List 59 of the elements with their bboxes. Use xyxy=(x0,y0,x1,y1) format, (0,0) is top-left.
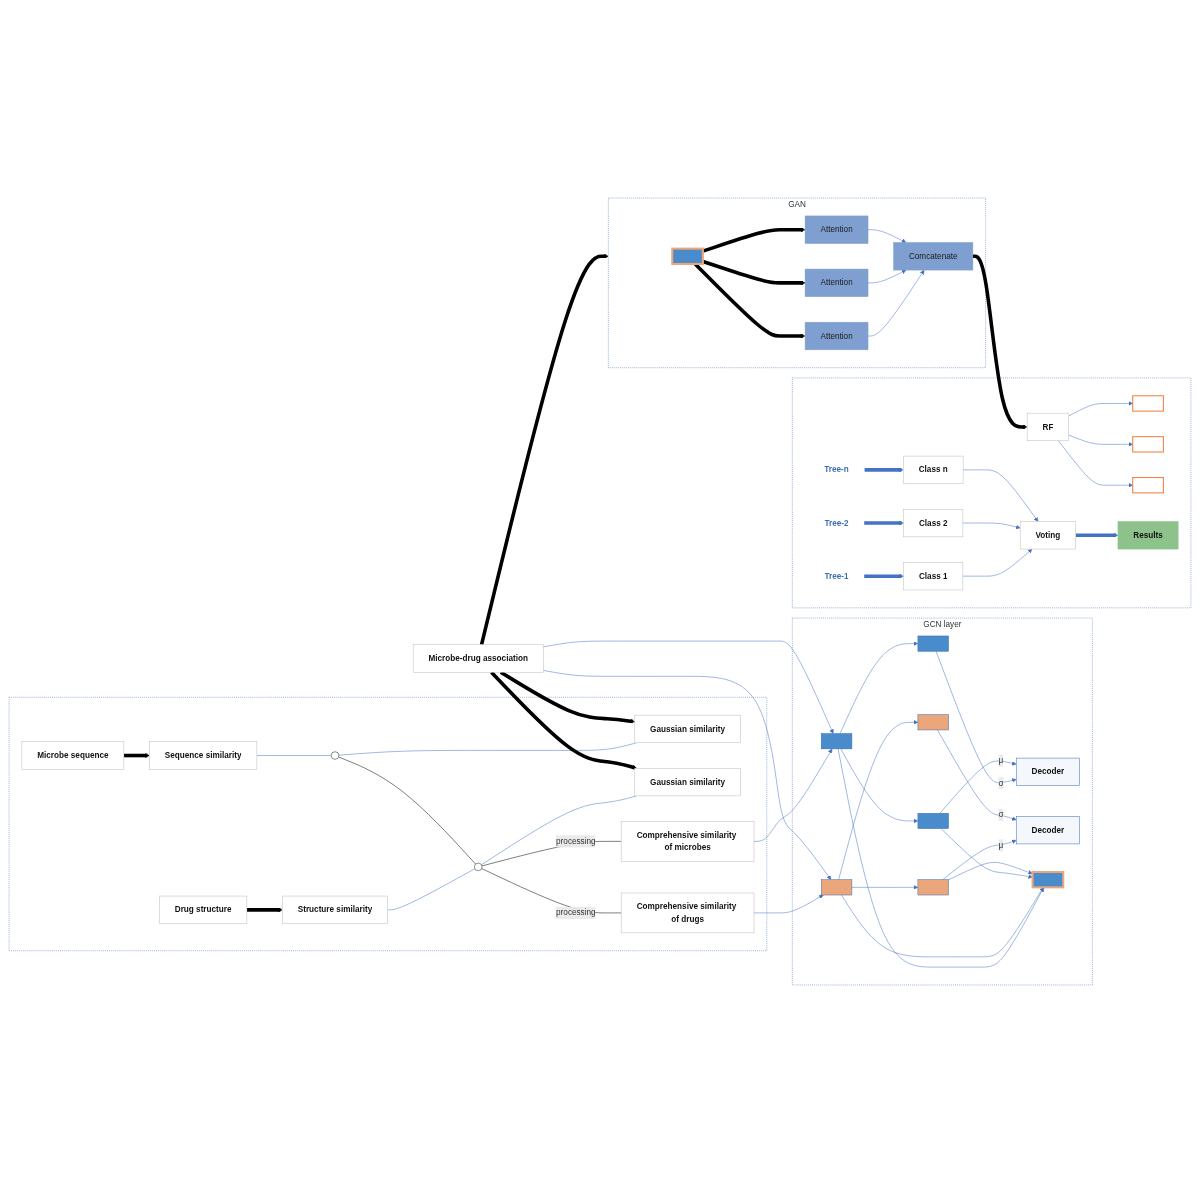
node-box: RF xyxy=(1026,412,1069,441)
connector xyxy=(256,755,332,756)
node-box xyxy=(1132,477,1164,494)
edge-label: processing xyxy=(556,908,596,917)
arrow xyxy=(863,520,904,526)
node-box xyxy=(1132,436,1164,453)
arrow xyxy=(246,907,283,913)
arrow xyxy=(490,671,637,770)
node-box: Gaussian similarity xyxy=(634,714,741,743)
node-bar xyxy=(917,714,949,731)
cluster xyxy=(8,697,768,951)
node-box: Class 2 xyxy=(903,508,964,538)
node-circle xyxy=(330,751,340,760)
connector xyxy=(338,742,637,756)
connector xyxy=(387,868,476,911)
arrow xyxy=(863,573,904,579)
node-box: Attention xyxy=(804,321,869,351)
node-box: Comprehensive similarity of drugs xyxy=(620,892,755,934)
node-bar xyxy=(917,635,949,652)
edge-label: μ xyxy=(998,756,1004,765)
node-text: Tree-2 xyxy=(824,518,849,528)
node-box: Sequence similarity xyxy=(149,741,258,770)
edge-label: σ xyxy=(998,810,1004,819)
node-box: Comcatenate xyxy=(893,242,974,271)
arrow xyxy=(702,227,806,253)
node-box xyxy=(1132,395,1164,412)
node-box: Microbe-drug association xyxy=(412,644,544,673)
node-bar xyxy=(1031,871,1065,889)
node-box: Gaussian similarity xyxy=(634,768,741,797)
node-bar xyxy=(821,879,853,896)
node-bar xyxy=(917,879,949,896)
arrow xyxy=(693,262,806,339)
node-box: Voting xyxy=(1019,521,1076,550)
node-box: Class n xyxy=(903,455,964,484)
node-box: Class 1 xyxy=(903,562,964,591)
node-text: Tree-n xyxy=(824,465,849,474)
node-box: Attention xyxy=(804,268,869,297)
node-bar xyxy=(917,813,949,829)
arrow xyxy=(1075,533,1119,538)
edge-label: μ xyxy=(998,840,1004,850)
node-box: Decoder xyxy=(1016,816,1080,845)
node-bar xyxy=(821,733,853,750)
node-bar xyxy=(671,247,704,265)
arrow xyxy=(702,259,806,286)
node-box: Comprehensive similarity of microbes xyxy=(620,821,755,862)
edge-label: σ xyxy=(998,778,1004,788)
node-box: Microbe sequence xyxy=(21,741,125,770)
node-box: Drug structure xyxy=(159,895,248,924)
node-box: Decoder xyxy=(1016,757,1080,786)
node-box: Structure similarity xyxy=(282,895,388,924)
node-circle xyxy=(474,862,483,871)
edge-label: processing xyxy=(556,836,596,846)
arrow xyxy=(123,753,150,758)
arrow xyxy=(864,467,904,473)
arrow xyxy=(479,254,609,646)
cluster xyxy=(792,377,1192,609)
node-box: Attention xyxy=(804,215,869,244)
node-box: Results xyxy=(1117,521,1179,550)
node-text: Tree-1 xyxy=(824,571,849,581)
